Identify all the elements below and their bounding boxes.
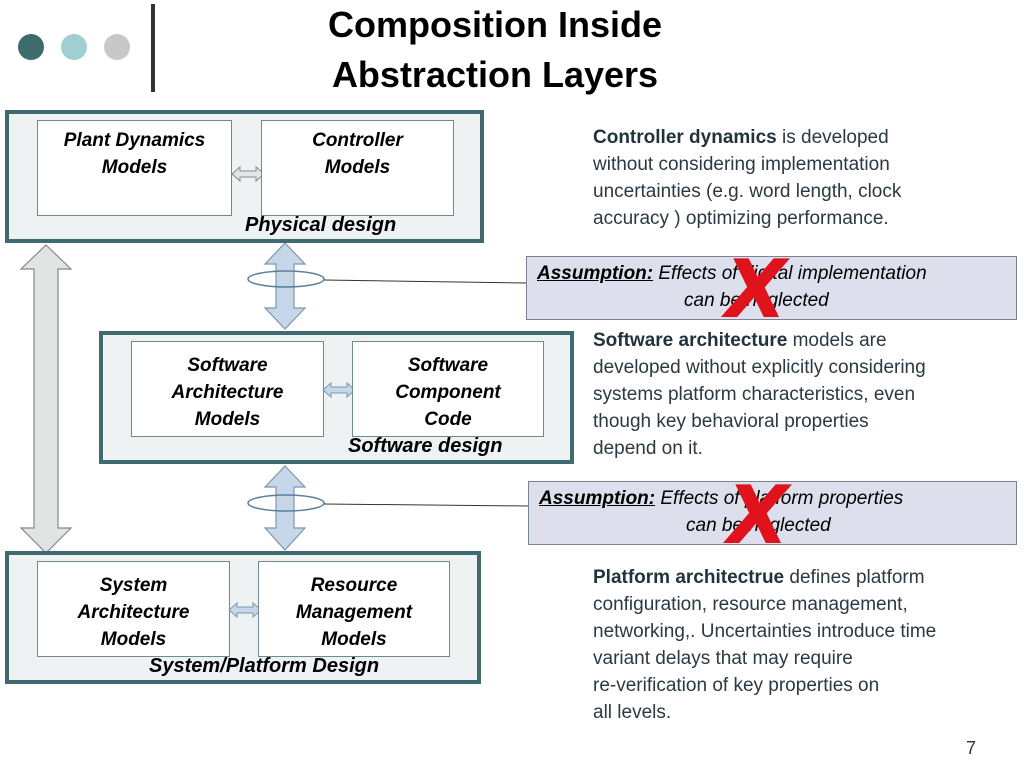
rejected-x-mark: X: [725, 243, 787, 336]
box-line: Component: [395, 382, 501, 403]
desc-text: models are: [787, 330, 887, 351]
box-line: Management: [295, 602, 413, 623]
assumption-line-1: Assumption: Effects of platform properti…: [539, 485, 1006, 512]
header-dot-dark: [18, 34, 44, 60]
box-line: Models: [101, 157, 168, 178]
header-dot-mid: [61, 34, 87, 60]
desc-text: defines platform: [784, 567, 925, 588]
desc-line: re-verification of key properties on: [593, 675, 880, 696]
desc-line: Controller dynamics is developed: [593, 124, 1013, 151]
assumption-lead: Assumption:: [537, 263, 654, 284]
slide-title: Composition Inside Abstraction Layers: [240, 0, 750, 100]
box-line: Plant Dynamics: [63, 130, 206, 151]
box-line: Resource: [310, 575, 398, 596]
desc-line: Platform architectrue defines platform: [593, 564, 1018, 591]
resource-management-models-box: Resource Management Models: [258, 561, 450, 657]
box-line: Models: [100, 629, 167, 650]
physical-design-layer: Plant Dynamics Models Controller Models …: [5, 110, 484, 243]
software-architecture-description: Software architecture models are develop…: [593, 327, 1013, 462]
box-line: Models: [321, 629, 387, 650]
desc-line: systems platform characteristics, even: [593, 384, 916, 405]
box-line: Architecture: [171, 382, 284, 403]
assumption-line-2: can be neglected: [684, 290, 829, 311]
desc-bold: Software architecture: [593, 330, 788, 351]
header-dot-light: [104, 34, 130, 60]
desc-line: all levels.: [593, 702, 672, 723]
desc-line: networking,. Uncertainties introduce tim…: [593, 621, 937, 642]
box-line: Software: [187, 355, 268, 376]
desc-line: without considering implementation: [593, 154, 890, 175]
system-architecture-models-box: System Architecture Models: [37, 561, 230, 657]
assumption-line-2: can be neglected: [686, 515, 831, 536]
desc-line: developed without explicitly considering: [593, 357, 926, 378]
box-line: Software: [407, 355, 489, 376]
upper-link-ellipse: [247, 270, 325, 288]
controller-dynamics-description: Controller dynamics is developed without…: [593, 124, 1013, 232]
page-number: 7: [965, 738, 976, 758]
physical-design-label: Physical design: [245, 214, 397, 236]
desc-line: though key behavioral properties: [593, 411, 869, 432]
box-line: Controller: [312, 130, 403, 151]
assumption-line-1: Assumption: Effects of digital implement…: [537, 260, 1006, 287]
system-platform-design-layer: System Architecture Models Resource Mana…: [5, 551, 481, 684]
software-design-label: Software design: [348, 435, 503, 457]
rejected-x-mark: X: [727, 469, 789, 562]
lower-link-line: [323, 503, 529, 507]
lower-double-arrow: [263, 465, 307, 551]
box-line: Models: [194, 409, 261, 430]
desc-text: is developed: [776, 127, 889, 148]
software-architecture-models-box: Software Architecture Models: [131, 341, 324, 437]
desc-bold: Controller dynamics: [593, 127, 777, 148]
software-component-code-box: Software Component Code: [352, 341, 544, 437]
desc-line: depend on it.: [593, 438, 703, 459]
title-line-2: Abstraction Layers: [331, 54, 659, 95]
box-line: Code: [424, 409, 472, 430]
desc-line: Software architecture models are: [593, 327, 1013, 354]
desc-line: uncertainties (e.g. word length, clock: [593, 181, 902, 202]
assumption-lead: Assumption:: [539, 488, 656, 509]
system-platform-design-label: System/Platform Design: [149, 655, 380, 677]
header-rule: [151, 4, 155, 92]
box-line: System: [99, 575, 168, 596]
box-line: Models: [324, 157, 391, 178]
assumption-text: Effects of digital implementation: [653, 263, 927, 284]
lower-link-ellipse: [247, 494, 325, 512]
plant-dynamics-models-box: Plant Dynamics Models: [37, 120, 232, 216]
assumption-text: Effects of platform properties: [655, 488, 904, 509]
assumption-box-platform: Assumption: Effects of platform properti…: [528, 481, 1017, 545]
assumption-box-digital: Assumption: Effects of digital implement…: [526, 256, 1017, 320]
desc-bold: Platform architectrue: [593, 567, 785, 588]
controller-models-box: Controller Models: [261, 120, 454, 216]
desc-line: accuracy ) optimizing performance.: [593, 208, 889, 229]
desc-line: configuration, resource management,: [593, 594, 908, 615]
platform-architecture-description: Platform architectrue defines platform c…: [593, 564, 1018, 726]
software-design-layer: Software Architecture Models Software Co…: [99, 331, 574, 464]
title-line-1: Composition Inside: [327, 4, 662, 45]
left-double-arrow: [19, 244, 73, 554]
box-line: Architecture: [77, 602, 190, 623]
desc-line: variant delays that may require: [593, 648, 853, 669]
upper-double-arrow: [263, 242, 307, 330]
upper-link-line: [323, 279, 527, 284]
